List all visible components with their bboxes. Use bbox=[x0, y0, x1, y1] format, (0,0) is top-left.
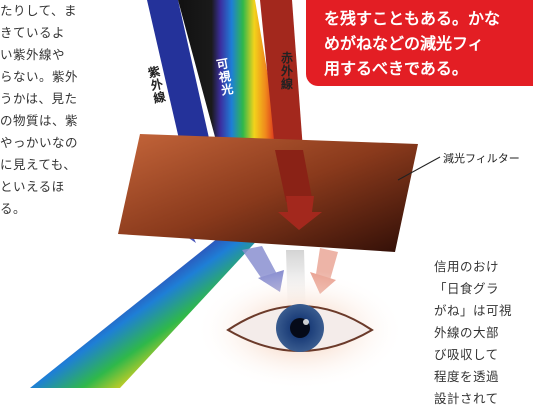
right-paragraph-line: 「日食グラ bbox=[434, 281, 500, 296]
left-paragraph-line: の物質は、紫 bbox=[0, 113, 79, 128]
left-paragraph-line: やっかいなの bbox=[0, 135, 79, 150]
left-paragraph-line: といえるほ bbox=[0, 179, 65, 194]
left-paragraph-line: うかは、見た bbox=[0, 91, 78, 106]
left-paragraph-line: に見えても、 bbox=[0, 157, 77, 172]
right-paragraph-line: 設計されて bbox=[434, 391, 499, 406]
infrared-ray bbox=[260, 0, 303, 150]
infrared-label: 赤外線 bbox=[280, 51, 293, 91]
light-filter-illustration bbox=[30, 0, 441, 388]
right-paragraph-line: がね」は可視 bbox=[434, 303, 513, 318]
eye-highlight bbox=[303, 319, 309, 325]
left-paragraph: たりして、ま きているよ い紫外線や らない。紫外 うかは、見た の物質は、紫 … bbox=[0, 0, 140, 220]
callout-line: を残すこともある。かな bbox=[324, 9, 501, 28]
callout-line: 用するべきである。 bbox=[324, 59, 468, 78]
left-paragraph-line: たりして、ま bbox=[0, 3, 78, 18]
right-paragraph: 信用のおけ 「日食グラ がね」は可視 外線の大部 び吸収して 程度を透過 設計さ… bbox=[434, 256, 512, 410]
right-paragraph-line: 外線の大部 bbox=[434, 325, 500, 340]
left-paragraph-line: る。 bbox=[0, 201, 27, 216]
right-paragraph-line: び吸収して bbox=[434, 347, 499, 362]
left-paragraph-line: きているよ bbox=[0, 25, 66, 40]
right-paragraph-line: 信用のおけ bbox=[434, 259, 500, 274]
warning-callout-box: を残すこともある。かな めがねなどの減光フィ 用するべきである。 bbox=[306, 0, 533, 86]
light-reduction-filter bbox=[118, 134, 418, 252]
infrared-arrow bbox=[278, 196, 322, 230]
filter-label: 減光フィルター bbox=[443, 152, 520, 165]
infrared-ray-lower bbox=[275, 150, 312, 202]
callout-line: めがねなどの減光フィ bbox=[324, 34, 484, 53]
left-paragraph-line: い紫外線や bbox=[0, 47, 66, 62]
visible-light-reflected-beam bbox=[30, 205, 290, 388]
right-paragraph-line: 程度を透過 bbox=[434, 369, 500, 384]
left-paragraph-line: らない。紫外 bbox=[0, 69, 79, 84]
filter-leader-line bbox=[397, 156, 441, 181]
